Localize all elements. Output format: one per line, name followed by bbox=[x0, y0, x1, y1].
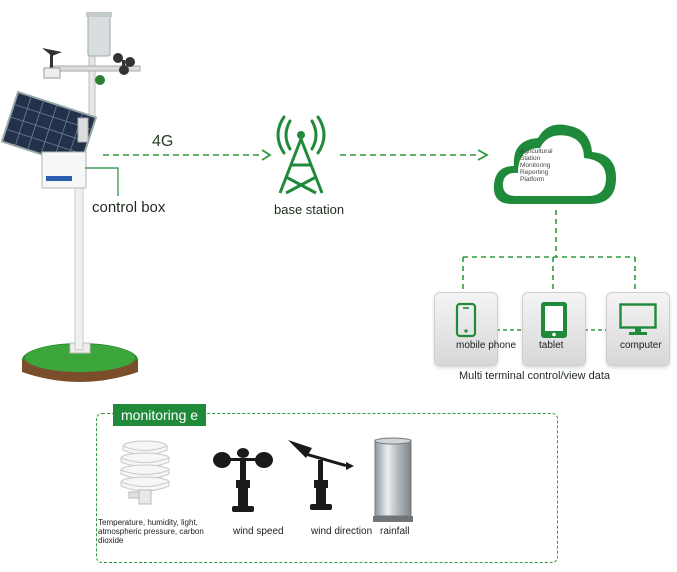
mobile-phone-icon bbox=[455, 302, 477, 338]
sensor-label-wind-speed: wind speed bbox=[233, 526, 284, 537]
base-station-label: base station bbox=[274, 202, 345, 217]
cloud-text-line: Agricultural bbox=[520, 148, 553, 155]
tablet-icon bbox=[541, 302, 567, 338]
sensor-label-wind-direction: wind direction bbox=[311, 526, 373, 537]
terminal-computer[interactable] bbox=[606, 292, 670, 366]
monitoring-panel-title: monitoring e bbox=[113, 404, 207, 426]
terminal-mobile-phone[interactable] bbox=[434, 292, 498, 366]
base-station-tower-icon bbox=[266, 115, 336, 197]
cloud-text: Agricultural Station Monitoring Reportin… bbox=[520, 148, 595, 183]
terminal-mobile-phone-label: mobile phone bbox=[456, 340, 517, 351]
anemometer-icon bbox=[212, 448, 274, 518]
weather-station-illustration bbox=[0, 0, 200, 400]
terminal-tablet-label: tablet bbox=[539, 340, 564, 351]
monitoring-panel bbox=[96, 413, 558, 563]
control-box-label: control box bbox=[92, 199, 166, 216]
cloud-text-line: Monitoring bbox=[520, 162, 551, 169]
terminal-computer-label: computer bbox=[620, 340, 662, 351]
computer-icon bbox=[619, 303, 657, 335]
cloud-text-line: Reporting bbox=[520, 169, 549, 176]
cloud-platform-icon bbox=[490, 118, 620, 210]
link-4g-label: 4G bbox=[152, 133, 174, 150]
terminal-tablet[interactable] bbox=[522, 292, 586, 366]
multi-terminal-caption: Multi terminal control/view data bbox=[459, 370, 611, 382]
louvered-shield-sensor-icon bbox=[115, 440, 175, 520]
cloud-text-line: Platform bbox=[520, 176, 545, 183]
cloud-text-line: Station bbox=[520, 155, 541, 162]
sensor-label-environment: Temperature, humidity, light, atmospheri… bbox=[98, 518, 204, 545]
rain-gauge-icon bbox=[372, 437, 414, 526]
wind-vane-icon bbox=[286, 438, 356, 520]
sensor-label-rainfall: rainfall bbox=[380, 526, 410, 537]
